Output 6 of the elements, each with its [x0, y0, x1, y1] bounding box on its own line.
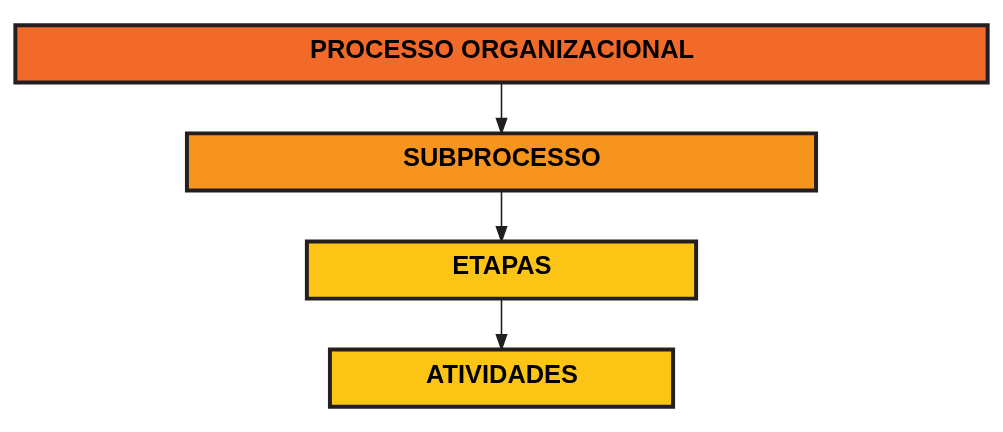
- arrow: [495, 190, 508, 244]
- node-box: PROCESSO ORGANIZACIONAL: [13, 23, 990, 85]
- arrow: [495, 298, 508, 352]
- node-box: SUBPROCESSO: [184, 131, 819, 193]
- node-box: ETAPAS: [304, 239, 699, 301]
- node-box: ATIVIDADES: [327, 347, 676, 409]
